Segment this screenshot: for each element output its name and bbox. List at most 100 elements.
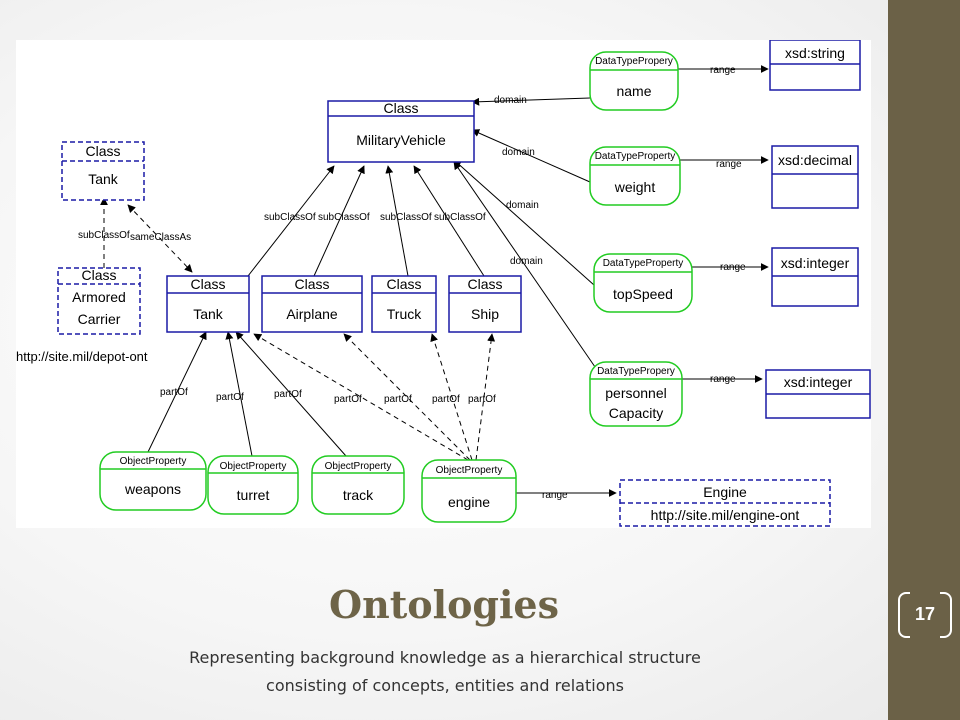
label-domain-3: domain xyxy=(506,200,539,211)
property-tag: ObjectProperty xyxy=(325,461,392,472)
edge-subclass-truck xyxy=(385,165,409,277)
slide-subtitle: Representing background knowledge as a h… xyxy=(100,644,790,700)
edge-partof-track xyxy=(235,331,347,457)
xsd-type: xsd:integer xyxy=(781,255,850,271)
label-armored-subclassof: subClassOf xyxy=(78,230,130,241)
property-tag: DataTypeProperty xyxy=(603,258,684,269)
label-range-3: range xyxy=(720,262,746,273)
property-tag: DataTypePropery xyxy=(597,366,675,377)
class-name: MilitaryVehicle xyxy=(356,132,446,148)
property-tag: DataTypePropery xyxy=(595,56,673,67)
edge-subclass-airplane xyxy=(313,165,365,277)
datatype-property-weight: DataTypeProperty weight xyxy=(589,146,681,206)
property-name-line1: personnel xyxy=(605,385,667,401)
property-name: turret xyxy=(237,487,270,503)
class-tag: Class xyxy=(85,143,120,159)
edge-domain-personnel xyxy=(453,161,605,381)
object-property-weapons: ObjectProperty weapons xyxy=(99,451,207,511)
class-airplane: Class Airplane xyxy=(261,275,363,333)
xsd-type: xsd:integer xyxy=(784,374,853,390)
xsd-integer-class-1: xsd:integer xyxy=(771,247,859,307)
property-name: topSpeed xyxy=(613,286,673,302)
class-name-line2: Carrier xyxy=(78,311,121,327)
class-uri: http://site.mil/engine-ont xyxy=(651,507,800,523)
class-ship: Class Ship xyxy=(448,275,522,333)
label-partof-3: partOf xyxy=(274,389,302,400)
label-partof-1: partOf xyxy=(160,387,188,398)
class-name: Engine xyxy=(703,484,747,500)
property-name: name xyxy=(616,83,651,99)
subtitle-line-2: consisting of concepts, entities and rel… xyxy=(266,676,624,695)
object-property-engine: ObjectProperty engine xyxy=(421,459,517,523)
property-tag: ObjectProperty xyxy=(436,465,503,476)
xsd-string-class: xsd:string xyxy=(769,40,861,91)
ontology-diagram-panel: domain domain domain domain range range … xyxy=(16,40,871,528)
property-name-line2: Capacity xyxy=(609,405,663,421)
label-partof-2: partOf xyxy=(216,392,244,403)
label-partof-7: partOf xyxy=(468,394,496,405)
class-external-tank: Class Tank xyxy=(61,141,145,201)
page-number: 17 xyxy=(898,592,952,638)
left-bracket xyxy=(898,592,910,638)
class-truck: Class Truck xyxy=(371,275,437,333)
class-name-line1: Armored xyxy=(72,289,126,305)
label-subclassof-4: subClassOf xyxy=(434,212,486,223)
class-armored-carrier: Class Armored Carrier xyxy=(57,267,141,335)
label-range-4: range xyxy=(710,374,736,385)
class-tag: Class xyxy=(190,276,225,292)
class-name: Ship xyxy=(471,306,499,322)
label-subclassof-2: subClassOf xyxy=(318,212,370,223)
property-name: weight xyxy=(614,179,656,195)
object-property-turret: ObjectProperty turret xyxy=(207,455,299,515)
xsd-integer-class-2: xsd:integer xyxy=(765,369,871,419)
class-military-vehicle: Class MilitaryVehicle xyxy=(327,100,475,163)
depot-uri: http://site.mil/depot-ont xyxy=(16,349,148,364)
xsd-decimal-class: xsd:decimal xyxy=(771,145,859,209)
ontology-diagram: domain domain domain domain range range … xyxy=(16,40,871,527)
edge-partof-engine-truck xyxy=(430,333,473,461)
label-domain-2: domain xyxy=(502,147,535,158)
edge-subclass-ship xyxy=(413,165,485,277)
edge-subclass-tank xyxy=(247,165,335,277)
page-number-text: 17 xyxy=(914,603,936,624)
property-tag: ObjectProperty xyxy=(120,456,187,467)
datatype-property-personnel-capacity: DataTypePropery personnel Capacity xyxy=(589,361,683,427)
object-property-track: ObjectProperty track xyxy=(311,455,405,515)
label-subclassof-1: subClassOf xyxy=(264,212,316,223)
class-name: Tank xyxy=(88,171,119,187)
label-partof-5: partOf xyxy=(384,394,412,405)
property-name: engine xyxy=(448,494,490,510)
label-partof-4: partOf xyxy=(334,394,362,405)
xsd-type: xsd:decimal xyxy=(778,152,852,168)
class-engine-external: Engine http://site.mil/engine-ont xyxy=(619,479,831,527)
edge-domain-name xyxy=(471,97,591,106)
class-tag: Class xyxy=(467,276,502,292)
class-tank: Class Tank xyxy=(166,275,250,333)
label-domain-4: domain xyxy=(510,256,543,267)
subtitle-line-1: Representing background knowledge as a h… xyxy=(189,648,701,667)
label-subclassof-3: subClassOf xyxy=(380,212,432,223)
property-name: weapons xyxy=(124,481,181,497)
edge-partof-engine-airplane xyxy=(343,333,471,461)
class-name: Truck xyxy=(387,306,422,322)
label-sameclassas: sameClassAs xyxy=(130,232,191,243)
class-tag: Class xyxy=(386,276,421,292)
class-tag: Class xyxy=(383,100,418,116)
class-name: Airplane xyxy=(286,306,338,322)
class-tag: Class xyxy=(81,267,116,283)
label-range-5: range xyxy=(542,490,568,501)
edge-partof-engine-ship xyxy=(475,333,496,461)
property-tag: DataTypeProperty xyxy=(595,151,676,162)
edge-domain-weight xyxy=(471,129,591,183)
xsd-type: xsd:string xyxy=(785,45,845,61)
datatype-property-topspeed: DataTypeProperty topSpeed xyxy=(593,253,693,313)
edge-partof-turret xyxy=(225,331,253,457)
property-tag: ObjectProperty xyxy=(220,461,287,472)
edge-same-class-as xyxy=(127,204,193,273)
slide-sidebar xyxy=(888,0,960,720)
edge-domain-topspeed xyxy=(453,159,595,286)
edge-partof-weapons xyxy=(147,331,207,453)
right-bracket xyxy=(940,592,952,638)
label-range-1: range xyxy=(710,65,736,76)
label-partof-6: partOf xyxy=(432,394,460,405)
